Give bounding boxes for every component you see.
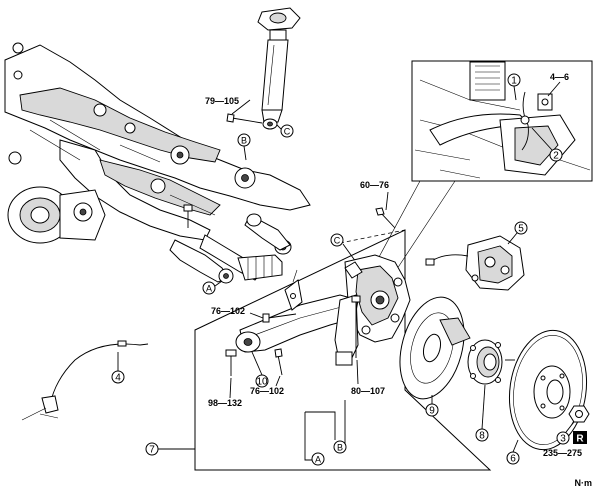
callout-3: 3 xyxy=(560,434,566,445)
knuckle-and-arm xyxy=(225,254,411,376)
callout-5: 5 xyxy=(518,224,524,235)
lower-bolt-torque: 98—132 xyxy=(208,398,242,408)
ref-b-upper: B xyxy=(237,133,251,161)
hub-nut-torque: 235—275 xyxy=(543,448,582,458)
callout-8: 8 xyxy=(479,431,485,442)
ref-a-lower: A xyxy=(311,452,325,466)
brake-disc: 6 xyxy=(506,329,588,465)
subframe-assembly xyxy=(4,42,311,284)
arm-bolt-front-torque: 76—102 xyxy=(211,306,245,316)
ref-c-lower-letter: C xyxy=(334,236,341,246)
arm-bolt-rear-torque: 76—102 xyxy=(250,386,284,396)
ref-leader-b-top xyxy=(305,411,336,440)
wheel-hub: 8 xyxy=(467,339,515,442)
brake-caliper: 5 xyxy=(425,221,528,291)
hub-nut: 3 R 235—275 xyxy=(543,405,590,458)
callout-6: 6 xyxy=(510,454,516,465)
ref-b-upper-letter: B xyxy=(241,136,247,146)
torque-unit: N·m xyxy=(575,478,593,488)
trailing-arm-detail-box xyxy=(194,229,492,471)
callout-4: 4 xyxy=(115,373,121,384)
ref-a-left-letter: A xyxy=(206,284,212,294)
callout-10: 10 xyxy=(256,377,268,388)
dust-cover: 9 xyxy=(399,296,471,417)
knuckle-bolt-torque: 80—107 xyxy=(351,386,385,396)
ref-a-lower-letter: A xyxy=(315,455,321,465)
sensor-inset: 1 2 4—6 xyxy=(411,60,593,182)
callout-9: 9 xyxy=(429,406,435,417)
shock-absorber xyxy=(226,7,301,130)
sensor-bolt-torque: 4—6 xyxy=(550,72,569,82)
upper-arm-bolt-torque: 60—76 xyxy=(360,180,389,190)
callout-1: 1 xyxy=(511,76,517,87)
ref-b-lower: B xyxy=(333,440,347,454)
r-badge-icon xyxy=(573,431,587,444)
ref-c-upper: C xyxy=(276,124,294,138)
ref-c-lower: C xyxy=(330,233,357,263)
r-badge-letter: R xyxy=(576,434,584,445)
shock-lower-torque: 79—105 xyxy=(205,96,239,106)
ref-a-left: A xyxy=(202,280,223,295)
callout-7: 7 xyxy=(149,445,155,456)
ref-b-lower-letter: B xyxy=(337,443,343,453)
ref-c-upper-letter: C xyxy=(284,127,291,137)
callout-2: 2 xyxy=(553,151,559,162)
parking-brake-cable: 4 xyxy=(21,340,149,421)
callout-7-group: 7 xyxy=(145,442,195,456)
